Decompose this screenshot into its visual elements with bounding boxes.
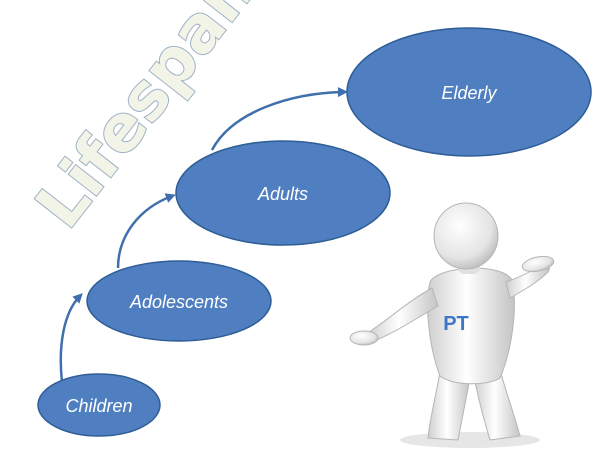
stage-children: Children bbox=[37, 373, 161, 437]
stage-adolescents: Adolescents bbox=[86, 260, 272, 342]
figure-shirt-text: PT bbox=[443, 313, 469, 335]
stage-ellipse bbox=[175, 140, 391, 246]
stage-label: Children bbox=[65, 396, 132, 416]
arrow-children-to-adolescents bbox=[59, 293, 83, 383]
stage-elderly: Elderly bbox=[346, 27, 592, 157]
stage-label: Elderly bbox=[441, 83, 497, 103]
3d-person-figure-icon: PT bbox=[349, 202, 555, 448]
stage-adults: Adults bbox=[175, 140, 391, 246]
stage-ellipse bbox=[346, 27, 592, 157]
stage-label: Adults bbox=[257, 184, 308, 204]
stage-label: Adolescents bbox=[129, 292, 228, 312]
arrow-adolescents-to-adults bbox=[116, 193, 176, 269]
arrow-adults-to-elderly bbox=[210, 87, 348, 151]
stage-ellipse bbox=[37, 373, 161, 437]
stage-ellipse bbox=[86, 260, 272, 342]
